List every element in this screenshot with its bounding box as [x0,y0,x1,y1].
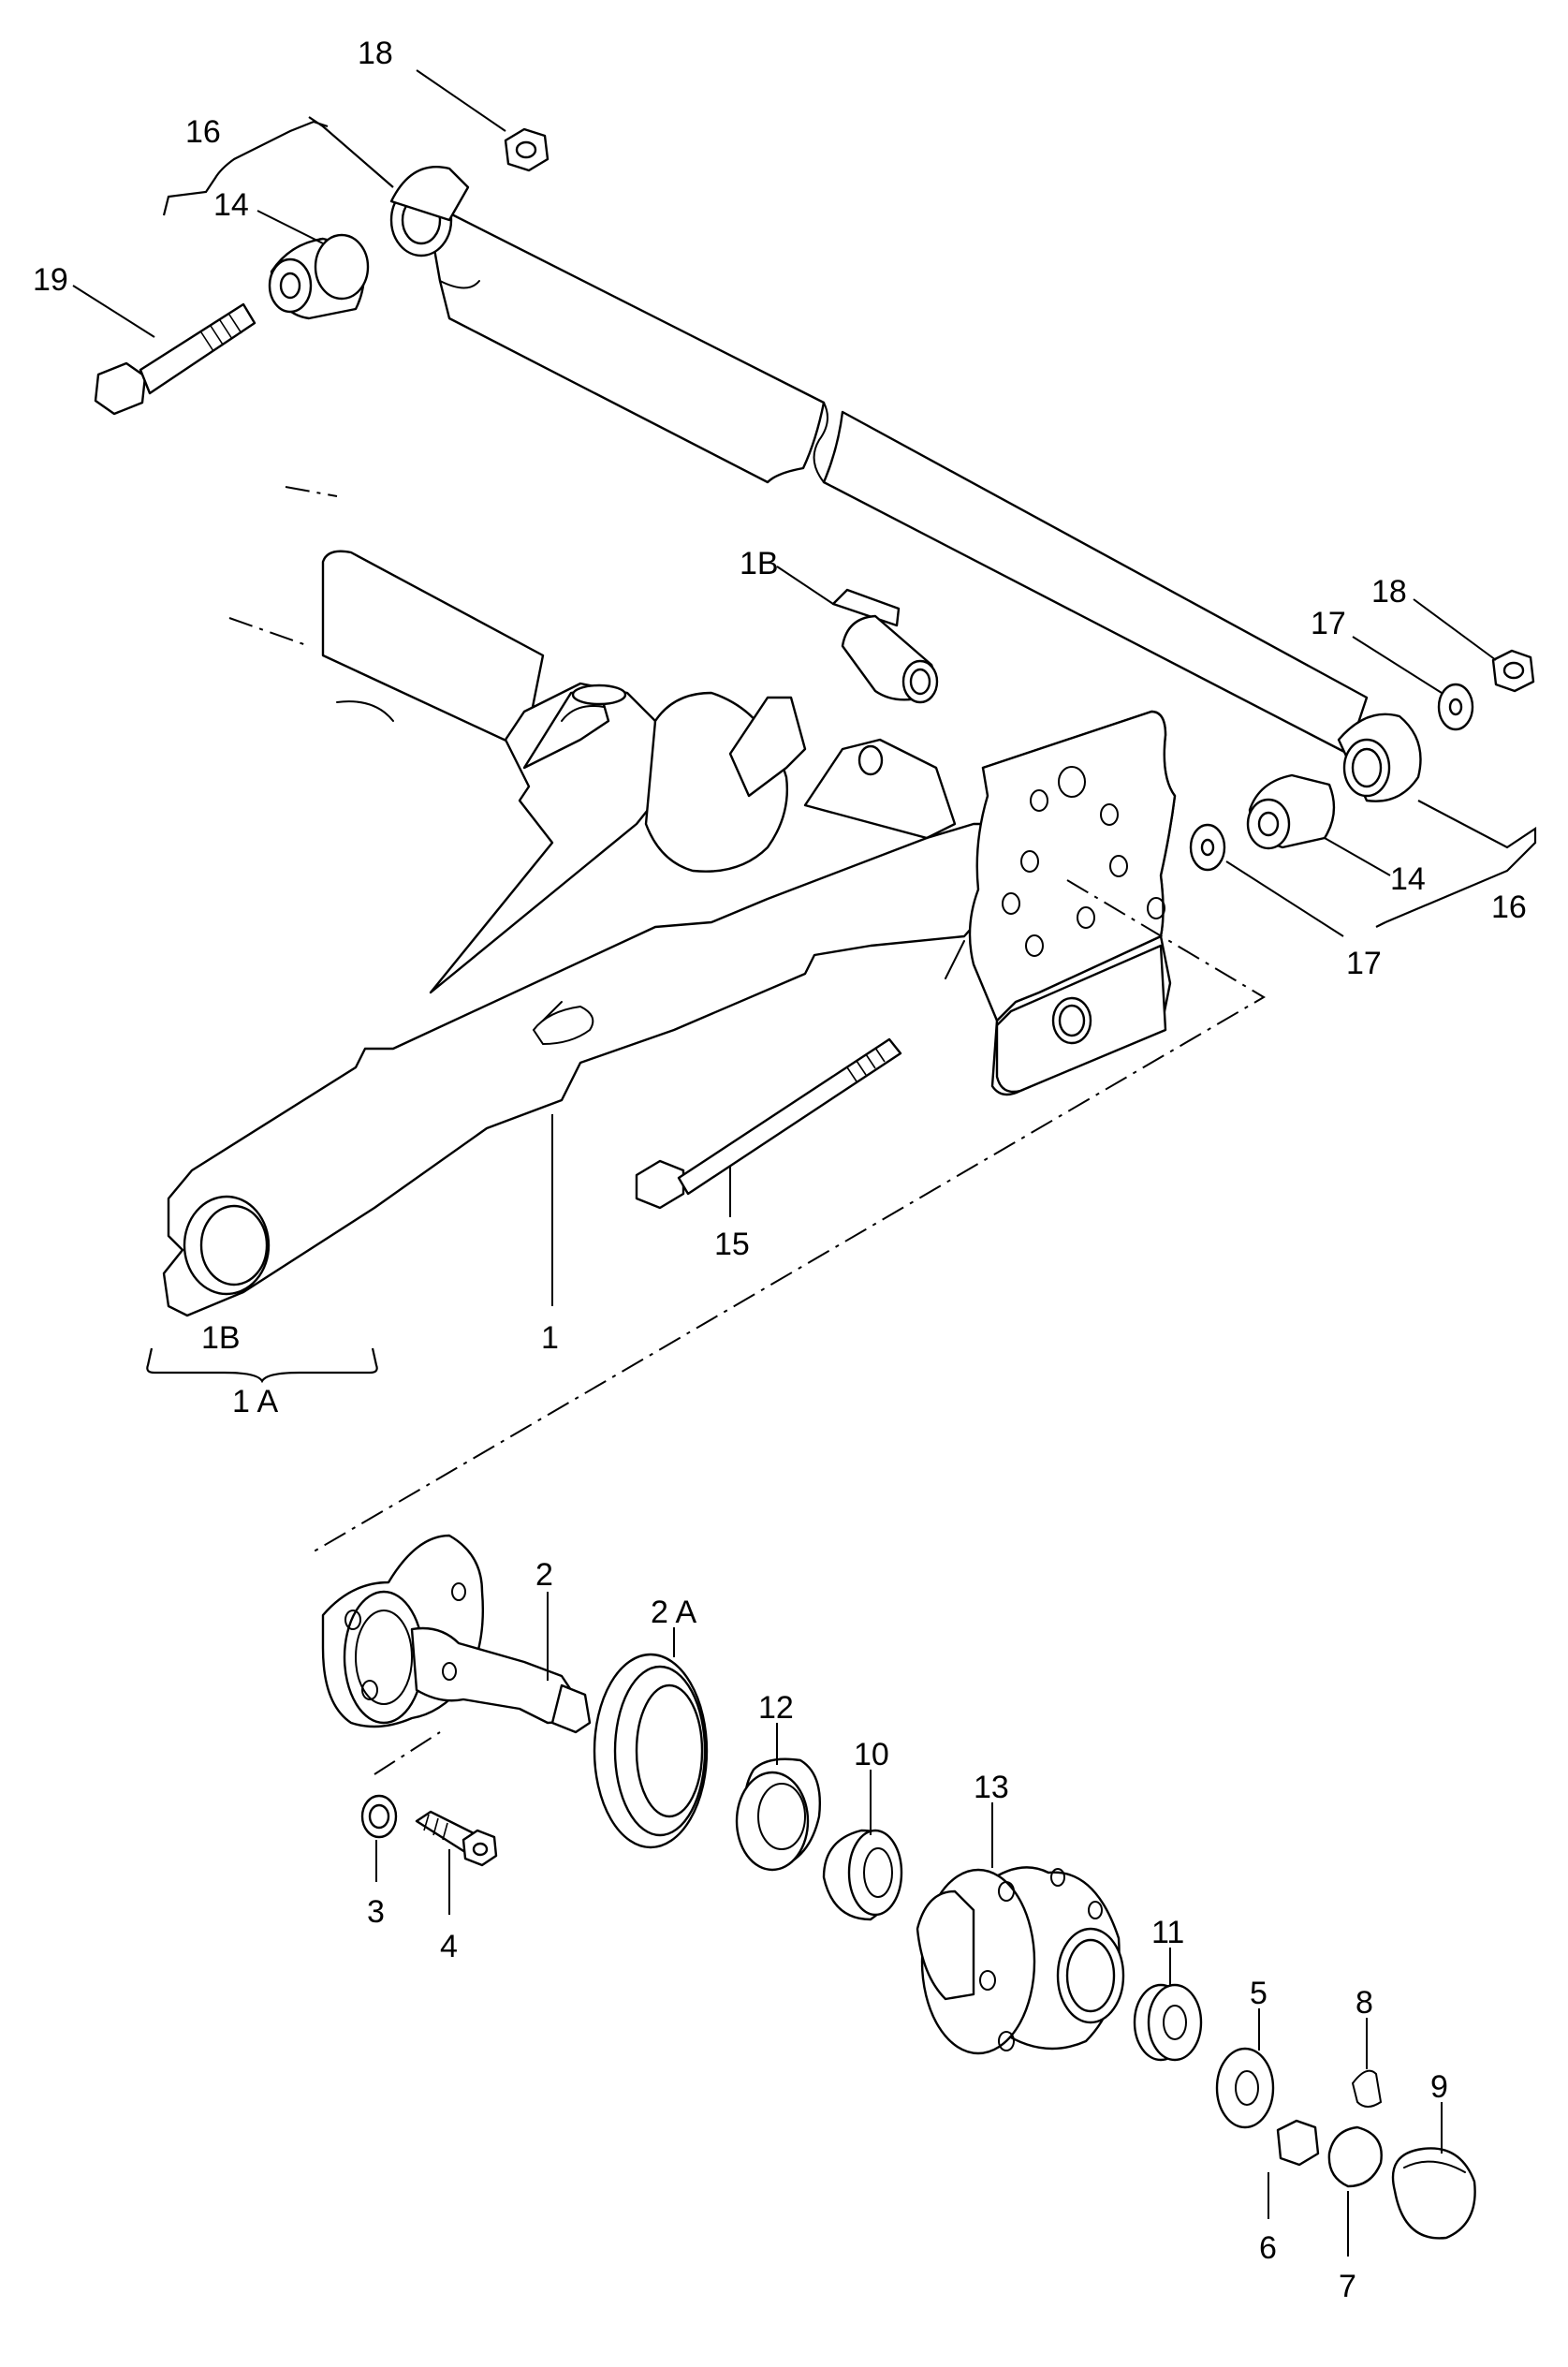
bearing-11 [1133,1983,1203,2062]
bolt-19 [94,302,256,416]
label-16-right: 16 [1491,889,1527,925]
cap-9 [1391,2147,1476,2240]
bushing-1b [831,588,939,704]
bolt-15 [635,1037,902,1210]
brackets [146,116,1537,1384]
label-5: 5 [1250,1976,1268,2011]
label-2: 2 [535,1557,553,1593]
label-18-left: 18 [358,36,393,71]
stub-axle [321,1534,592,1734]
part-labels: 18 16 14 19 1B 18 17 14 16 17 15 1B 1 1 … [33,36,1527,2304]
nut-18-left [504,127,550,172]
label-14-left: 14 [213,187,249,223]
label-7: 7 [1339,2269,1356,2304]
bearing-12 [735,1757,821,1872]
label-8: 8 [1356,1985,1373,2021]
label-17-top: 17 [1311,606,1346,641]
label-13: 13 [974,1770,1009,1805]
label-17-bottom: 17 [1346,946,1382,981]
label-1: 1 [541,1320,559,1356]
lock-ring-7 [1327,2125,1383,2188]
label-1a: 1 A [232,1384,278,1419]
label-19: 19 [33,262,68,298]
washer-17-top [1437,683,1474,731]
nut-6 [1276,2119,1320,2167]
label-15: 15 [714,1227,750,1262]
cotter-pin-8 [1351,2069,1383,2108]
label-14-right: 14 [1390,861,1426,897]
label-18-right: 18 [1371,574,1407,610]
label-11: 11 [1151,1915,1184,1950]
nut-18-right [1491,649,1535,693]
bushing-14-left [268,233,370,320]
label-4: 4 [440,1929,458,1964]
bearing-10 [822,1829,903,1921]
leader-lines [72,69,1497,2257]
bolt-4 [415,1810,498,1867]
label-9: 9 [1430,2069,1448,2105]
label-3: 3 [367,1894,385,1930]
label-6: 6 [1259,2230,1277,2266]
washer-5 [1215,2047,1275,2129]
label-16-left: 16 [185,114,221,150]
label-2a: 2 A [651,1595,696,1630]
washer-17-bottom [1189,823,1226,872]
connecting-tube [389,166,1369,756]
washer-3 [360,1794,398,1839]
label-12: 12 [758,1690,794,1726]
label-10: 10 [854,1737,889,1772]
label-1b-top: 1B [740,546,779,581]
bushing-14-right [1246,773,1336,850]
trailing-arm [162,486,1177,1317]
eye-bushing-right [1337,713,1422,802]
seal-2a [593,1653,709,1849]
hub-13 [916,1866,1125,2055]
label-1b-group: 1B [201,1320,241,1356]
